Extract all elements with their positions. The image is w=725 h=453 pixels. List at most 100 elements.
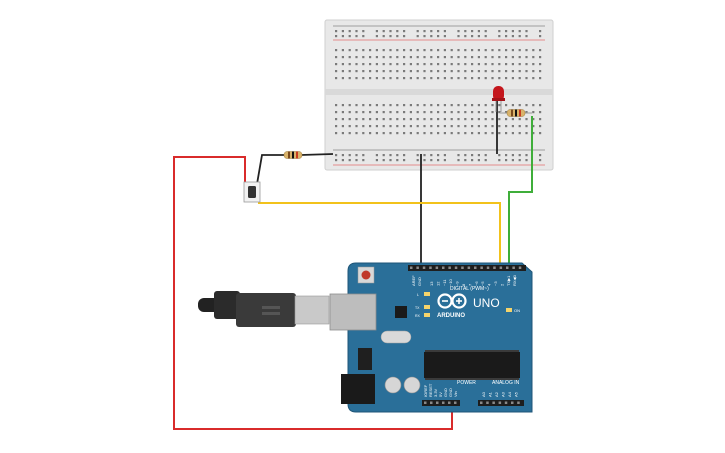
breadboard-hole: [518, 49, 521, 52]
breadboard-hole: [450, 70, 453, 73]
breadboard-hole: [375, 77, 378, 80]
digital-label: DIGITAL (PWM~): [450, 286, 489, 292]
breadboard-hole: [423, 56, 426, 59]
breadboard-rail-hole: [423, 35, 426, 38]
breadboard-hole: [362, 70, 365, 73]
breadboard-rail-hole: [505, 30, 508, 33]
breadboard-hole: [511, 49, 514, 52]
breadboard-rail-hole: [348, 154, 351, 157]
breadboard-hole: [525, 49, 528, 52]
breadboard-hole: [389, 118, 392, 121]
breadboard-rail-hole: [362, 30, 365, 33]
tx-label: TX: [415, 306, 420, 310]
breadboard-rail-hole: [464, 35, 467, 38]
breadboard-hole: [539, 118, 542, 121]
breadboard-hole: [348, 63, 351, 66]
breadboard-rail-hole: [355, 30, 358, 33]
breadboard-hole: [341, 63, 344, 66]
breadboard-hole: [375, 63, 378, 66]
breadboard-hole: [491, 104, 494, 107]
breadboard-rail-hole: [443, 35, 446, 38]
breadboard-hole: [382, 111, 385, 114]
breadboard-hole: [389, 132, 392, 135]
digital-pin-label: 13: [429, 281, 434, 286]
analog-pin-label: A2: [494, 391, 499, 397]
breadboard-rail-hole: [416, 30, 419, 33]
breadboard-hole: [539, 125, 542, 128]
breadboard-hole: [403, 111, 406, 114]
breadboard-hole: [491, 132, 494, 135]
breadboard-hole: [443, 70, 446, 73]
breadboard-hole: [443, 63, 446, 66]
voltage-regulator: [358, 348, 372, 370]
breadboard-hole: [450, 132, 453, 135]
breadboard-rail-hole: [437, 159, 440, 162]
breadboard-hole: [348, 49, 351, 52]
resistor-right: [500, 109, 532, 117]
digital-pin-label: ~10: [448, 278, 453, 286]
arduino-logo: [437, 293, 467, 309]
breadboard-hole: [403, 125, 406, 128]
breadboard-hole: [457, 49, 460, 52]
breadboard-hole: [423, 132, 426, 135]
wire-black-button: [256, 154, 285, 185]
header-pin: [436, 401, 439, 404]
breadboard-hole: [409, 125, 412, 128]
breadboard-hole: [341, 125, 344, 128]
power-jack: [341, 374, 375, 404]
breadboard-hole: [477, 132, 480, 135]
breadboard-hole: [505, 56, 508, 59]
breadboard-hole: [375, 118, 378, 121]
breadboard-hole: [403, 56, 406, 59]
power-pin-label: Vin: [453, 391, 458, 397]
breadboard-hole: [464, 49, 467, 52]
breadboard-hole: [457, 111, 460, 114]
breadboard-rail-hole: [348, 35, 351, 38]
digital-pin-label: TX▶1: [506, 275, 511, 286]
breadboard-rail-hole: [389, 30, 392, 33]
breadboard-hole: [518, 77, 521, 80]
breadboard-hole: [539, 77, 542, 80]
breadboard-rail-hole: [477, 159, 480, 162]
breadboard-hole: [532, 77, 535, 80]
breadboard-rail-hole: [396, 30, 399, 33]
breadboard-rail-hole: [539, 154, 542, 157]
wire-black-resistor-lead: [300, 153, 334, 156]
breadboard-hole: [369, 77, 372, 80]
breadboard-hole: [450, 77, 453, 80]
breadboard-hole: [491, 70, 494, 73]
breadboard-rail-hole: [430, 154, 433, 157]
breadboard-rail-hole: [518, 154, 521, 157]
capacitor-right: [403, 376, 421, 394]
power-pin-label: RESET: [428, 383, 433, 397]
breadboard-hole: [396, 70, 399, 73]
breadboard-rail-hole: [423, 154, 426, 157]
breadboard-hole: [403, 104, 406, 107]
breadboard-hole: [382, 63, 385, 66]
breadboard-hole: [416, 70, 419, 73]
breadboard-rail-hole: [382, 159, 385, 162]
breadboard-hole: [382, 125, 385, 128]
breadboard-hole: [375, 125, 378, 128]
breadboard-hole: [471, 111, 474, 114]
breadboard-hole: [423, 70, 426, 73]
breadboard-rail-hole: [362, 35, 365, 38]
breadboard-hole: [369, 49, 372, 52]
breadboard-rail-hole: [457, 154, 460, 157]
breadboard-hole: [491, 63, 494, 66]
breadboard-hole: [362, 111, 365, 114]
breadboard-hole: [341, 111, 344, 114]
breadboard-hole: [505, 118, 508, 121]
analog-pin-label: A3: [501, 391, 506, 397]
breadboard-rail-hole: [525, 30, 528, 33]
breadboard-hole: [443, 132, 446, 135]
led-on: [506, 308, 512, 312]
breadboard-hole: [464, 118, 467, 121]
breadboard-hole: [355, 56, 358, 59]
breadboard-hole: [457, 104, 460, 107]
breadboard-hole: [471, 63, 474, 66]
breadboard-rail-hole: [443, 30, 446, 33]
breadboard-hole: [335, 118, 338, 121]
breadboard-rail-hole: [443, 154, 446, 157]
